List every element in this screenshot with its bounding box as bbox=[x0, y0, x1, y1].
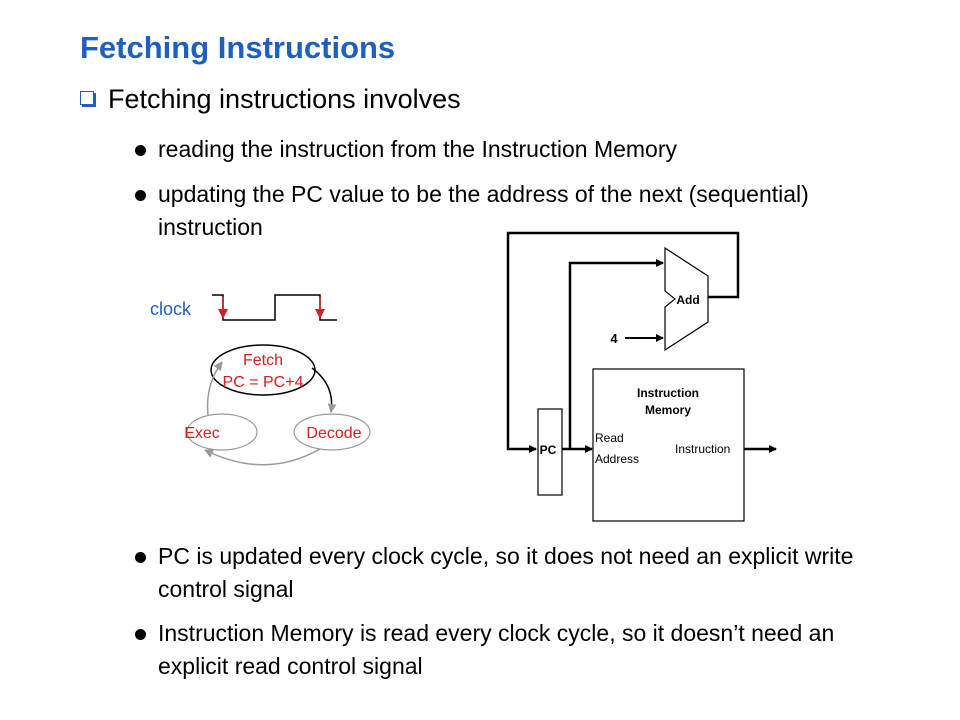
constant-four: 4 bbox=[610, 331, 618, 346]
bullet-dot-icon bbox=[135, 190, 146, 201]
pc-to-adder-wire bbox=[568, 259, 664, 449]
read-address-label-2: Address bbox=[595, 452, 639, 466]
adder-feedback-wire bbox=[506, 231, 740, 453]
adder-unit bbox=[664, 246, 709, 352]
exec-label: Exec bbox=[184, 425, 220, 442]
bullet-pc-updated: PC is updated every clock cycle, so it d… bbox=[135, 540, 895, 606]
fetch-pc-label: PC = PC+4 bbox=[223, 374, 304, 391]
decode-state bbox=[293, 413, 371, 451]
bullet-dot-icon bbox=[135, 552, 146, 563]
intro-bullet: Fetching instructions involves bbox=[80, 84, 461, 115]
page-title: Fetching Instructions bbox=[80, 30, 396, 65]
decode-label: Decode bbox=[306, 425, 361, 442]
instruction-memory bbox=[592, 368, 745, 522]
pc-label: PC bbox=[540, 443, 557, 457]
memory-title-2: Memory bbox=[645, 403, 691, 417]
bullet-updating: updating the PC value to be the address … bbox=[135, 178, 895, 244]
fetch-label: Fetch bbox=[243, 352, 283, 369]
square-bullet-icon bbox=[80, 91, 94, 105]
decode-to-exec-arrow bbox=[204, 448, 321, 466]
intro-text: Fetching instructions involves bbox=[108, 84, 461, 114]
clock-waveform bbox=[212, 294, 337, 321]
fetch-to-decode-arrow bbox=[311, 367, 337, 413]
exec-to-fetch-arrow bbox=[206, 361, 223, 416]
bullet-text: updating the PC value to be the address … bbox=[158, 181, 809, 240]
bullet-reading: reading the instruction from the Instruc… bbox=[135, 133, 895, 166]
exec-state bbox=[186, 413, 258, 451]
adder-label: Add bbox=[676, 293, 699, 307]
read-address-label-1: Read bbox=[595, 431, 624, 445]
bullet-text: PC is updated every clock cycle, so it d… bbox=[158, 543, 854, 602]
bullet-text: Instruction Memory is read every clock c… bbox=[158, 620, 835, 679]
instruction-output-label: Instruction bbox=[675, 442, 730, 456]
bullet-text: reading the instruction from the Instruc… bbox=[158, 136, 678, 162]
bullet-dot-icon bbox=[135, 629, 146, 640]
memory-title-1: Instruction bbox=[637, 386, 699, 400]
bullet-dot-icon bbox=[135, 145, 146, 156]
clock-label: clock bbox=[150, 299, 192, 319]
pc-register bbox=[537, 408, 563, 496]
bullet-memory-read: Instruction Memory is read every clock c… bbox=[135, 617, 895, 683]
